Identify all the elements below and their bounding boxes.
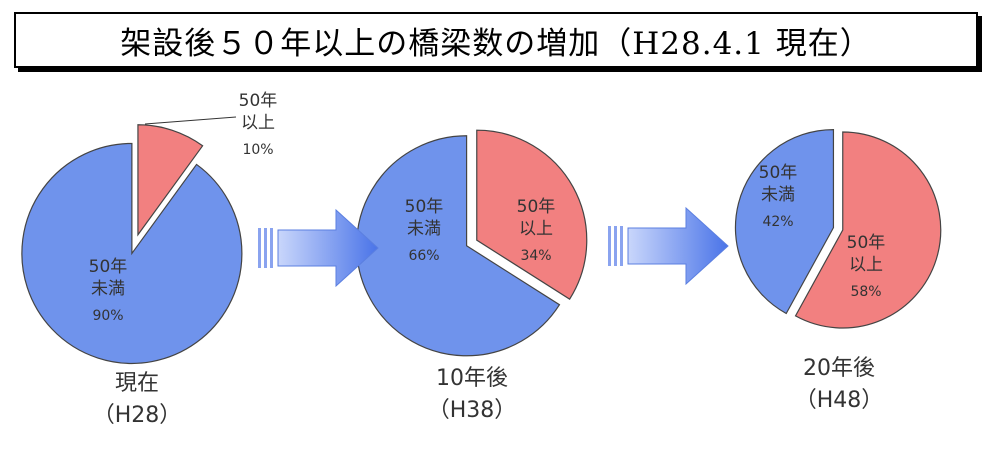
slice-50yr-under-2 xyxy=(356,135,561,357)
arrow-2 xyxy=(608,206,729,286)
slice-50yr-under-1 xyxy=(21,142,243,365)
caption-2: 10年後 xyxy=(436,366,508,391)
subcaption-2: （H38） xyxy=(428,398,517,423)
slice-50yr-over-2 xyxy=(476,129,588,300)
caption-1: 現在 xyxy=(115,371,159,396)
caption-3: 20年後 xyxy=(803,356,875,381)
slice-50yr-over-3 xyxy=(794,131,942,329)
title-box: 架設後５０年以上の橋梁数の増加（H28.4.1 現在） xyxy=(14,12,978,68)
slice-50yr-over-1 xyxy=(137,124,204,237)
leader-line xyxy=(144,116,237,125)
page-title: 架設後５０年以上の橋梁数の増加（H28.4.1 現在） xyxy=(120,25,872,62)
slice-50yr-under-3 xyxy=(734,129,835,315)
subcaption-3: （H48） xyxy=(795,388,884,413)
arrow-1 xyxy=(258,208,379,288)
subcaption-1: （H28） xyxy=(93,403,182,428)
